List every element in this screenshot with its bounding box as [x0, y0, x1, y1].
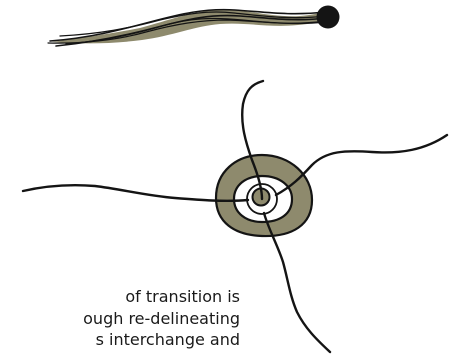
arm-left: [23, 185, 248, 201]
caption-line-2: ough re-delineating: [0, 308, 240, 330]
strand-bundle: [48, 6, 340, 47]
strand-fill: [52, 10, 328, 44]
caption-line-1: of transition is: [0, 286, 240, 308]
arm-top: [242, 81, 263, 199]
caption-text: of transition is ough re-delineating s i…: [0, 286, 240, 351]
caption-line-3: s interchange and: [0, 329, 240, 351]
strand-head: [317, 6, 340, 29]
